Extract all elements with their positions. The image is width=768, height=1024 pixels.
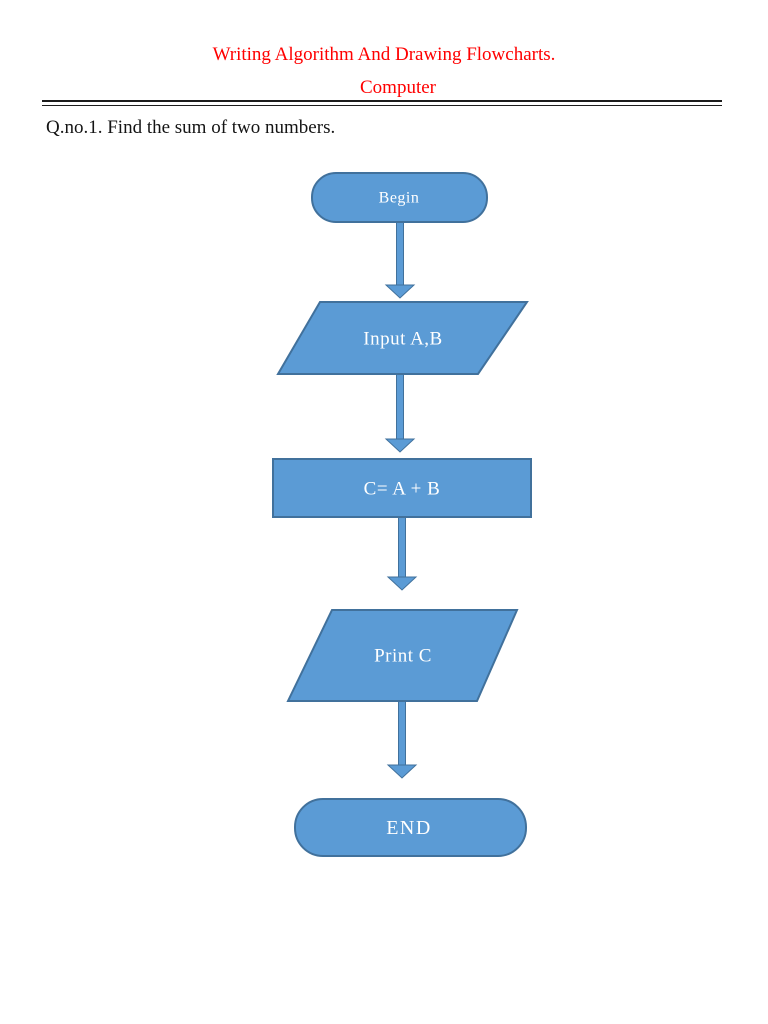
flow-arrow-process-to-print xyxy=(386,516,418,591)
header-divider xyxy=(42,100,722,106)
print-label: Print C xyxy=(374,646,432,667)
flow-arrow-begin-to-input xyxy=(384,221,416,299)
question-text: Q.no.1. Find the sum of two numbers. xyxy=(46,117,336,138)
flowchart-node-process: C= A + B xyxy=(272,458,532,518)
end-label: END xyxy=(386,817,432,839)
flowchart-node-print: Print C xyxy=(286,609,519,702)
begin-shape xyxy=(311,172,488,223)
end-shape xyxy=(294,798,527,857)
process-label: C= A + B xyxy=(364,479,441,500)
process-shape xyxy=(272,458,532,518)
document-subtitle: Computer xyxy=(360,77,436,98)
flow-arrow-input-to-process xyxy=(384,373,416,453)
flowchart-node-input: Input A,B xyxy=(276,301,529,375)
flowchart-node-begin: Begin xyxy=(311,172,488,223)
begin-label: Begin xyxy=(379,190,420,207)
flowchart-node-end: END xyxy=(294,798,527,857)
flow-arrow-print-to-end xyxy=(386,700,418,779)
input-shape xyxy=(276,301,529,375)
print-shape xyxy=(286,609,519,702)
input-label: Input A,B xyxy=(363,329,442,350)
document-title: Writing Algorithm And Drawing Flowcharts… xyxy=(212,44,556,65)
